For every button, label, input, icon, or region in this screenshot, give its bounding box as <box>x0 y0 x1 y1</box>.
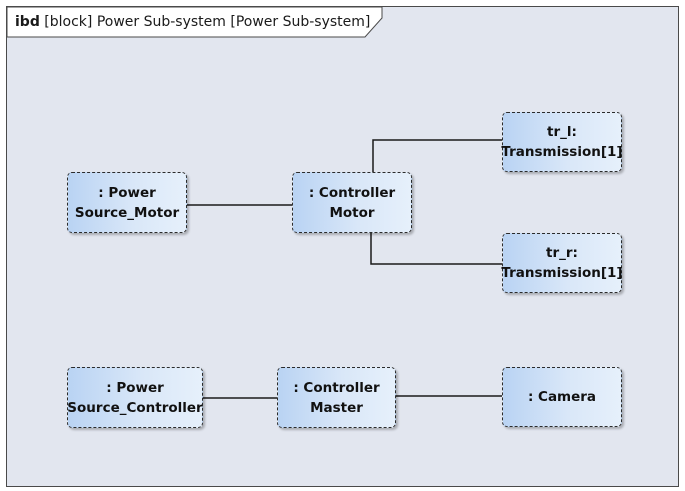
part-controller-master[interactable]: : Controller Master <box>277 367 396 428</box>
header-tab-outline <box>6 6 383 38</box>
part-tr-l-transmission[interactable]: tr_l: Transmission[1] <box>501 112 623 172</box>
part-power-source-motor[interactable]: : Power Source_Motor <box>67 172 187 233</box>
part-tr-r-transmission[interactable]: tr_r: Transmission[1] <box>501 233 623 293</box>
connector-controller-motor-to-tr-l[interactable] <box>372 139 502 172</box>
diagram-header-tab: ibd [block] Power Sub-system [Power Sub-… <box>6 6 386 38</box>
diagram-kind: ibd <box>15 14 40 30</box>
part-power-source-controller[interactable]: : Power Source_Controller <box>67 367 203 428</box>
part-camera[interactable]: : Camera <box>502 367 622 427</box>
part-controller-motor[interactable]: : Controller Motor <box>292 172 412 233</box>
diagram-title: [block] Power Sub-system [Power Sub-syst… <box>44 14 371 30</box>
diagram-header: ibd [block] Power Sub-system [Power Sub-… <box>15 14 370 30</box>
connector-controller-motor-to-tr-r[interactable] <box>370 233 502 265</box>
